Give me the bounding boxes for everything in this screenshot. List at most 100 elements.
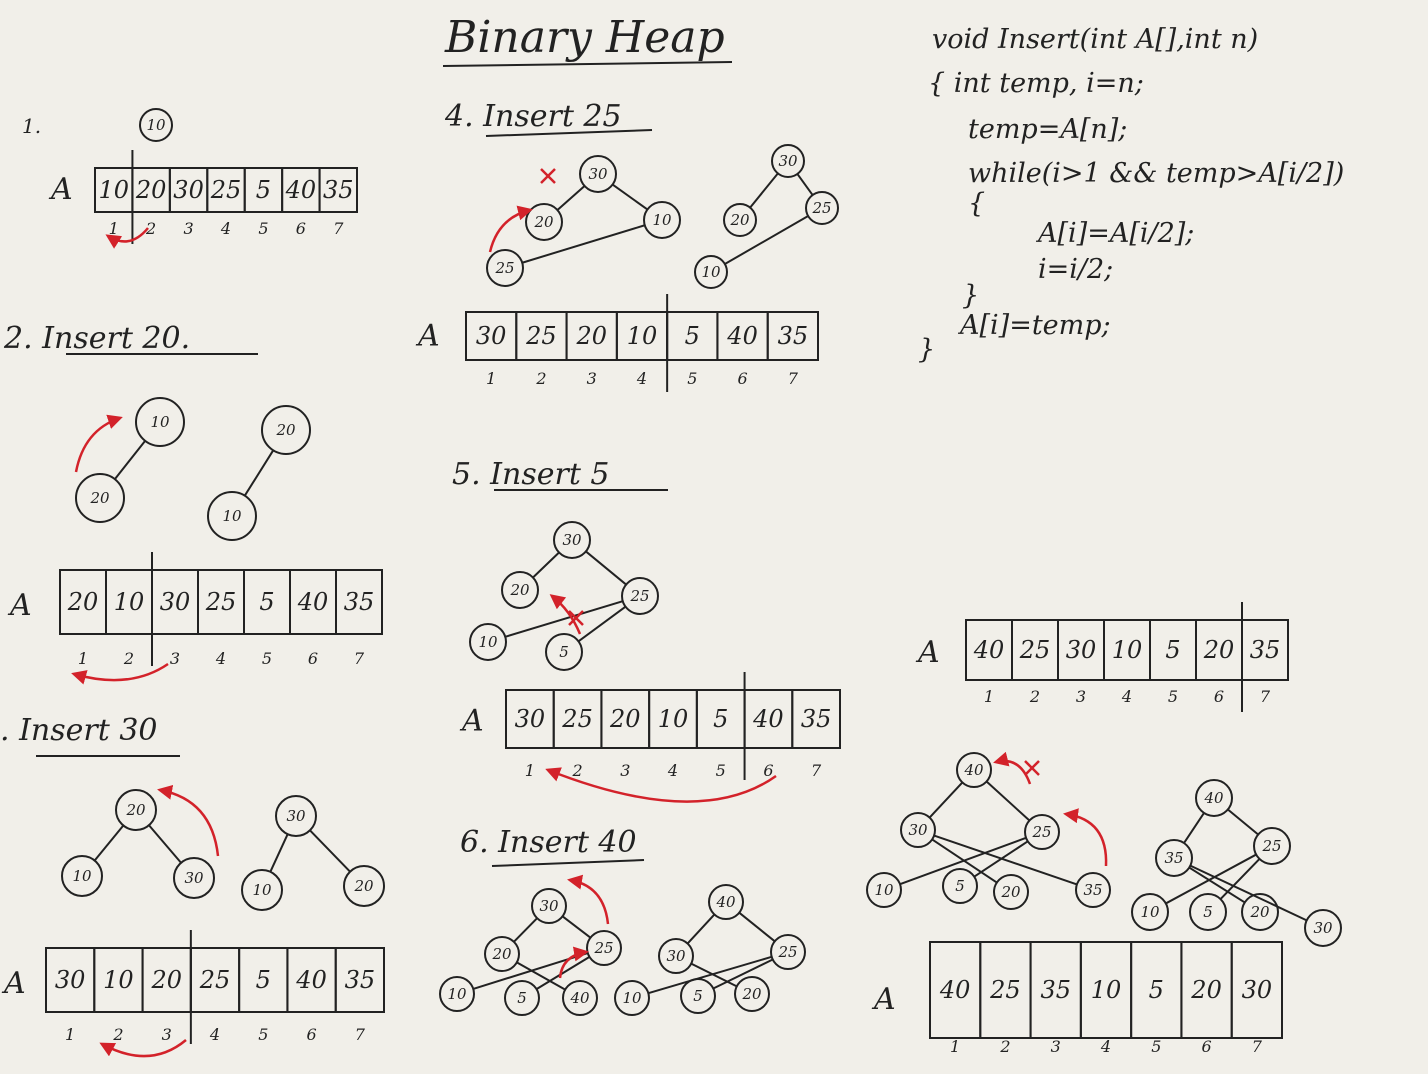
section-4-underline <box>485 129 653 137</box>
svg-text:25: 25 <box>629 587 649 605</box>
tree-node: 30 <box>579 155 617 193</box>
section-4-stop-mark <box>540 168 556 184</box>
tree-edge <box>1165 853 1257 905</box>
svg-text:25: 25 <box>593 939 613 957</box>
tree-node: 10 <box>866 872 902 908</box>
section-4-swap-arrow <box>488 205 533 253</box>
svg-text:20: 20 <box>491 945 512 963</box>
code-line-10: } <box>918 334 935 365</box>
array-index: 2 <box>535 369 546 388</box>
section-5-index-arrow <box>545 767 777 803</box>
tree-node: 35 <box>1075 872 1111 908</box>
array-cell: 25 <box>189 947 241 1013</box>
svg-text:30: 30 <box>588 165 608 183</box>
array-cell: 5 <box>243 167 284 213</box>
tree-edge <box>532 551 560 579</box>
array-cell: 40 <box>716 311 769 361</box>
svg-text:40: 40 <box>726 322 758 350</box>
tree-edge <box>1189 864 1308 922</box>
array-cell: 10 <box>94 167 134 213</box>
code-line-8: } <box>962 280 979 311</box>
tree-edge <box>1219 858 1261 900</box>
array-index: 7 <box>788 369 799 388</box>
svg-text:35: 35 <box>1250 636 1281 664</box>
tree-edge <box>612 183 648 211</box>
array-index: 6 <box>306 1025 316 1044</box>
section-5-stop-mark <box>568 610 584 626</box>
array-cell: 30 <box>505 689 555 749</box>
array-index: 2 <box>145 219 156 238</box>
svg-text:20: 20 <box>150 966 182 994</box>
tree-edge <box>931 838 998 884</box>
tree-node: 10 <box>139 108 173 142</box>
svg-text:20: 20 <box>275 421 296 439</box>
svg-text:35: 35 <box>323 176 354 204</box>
tree-edge <box>686 913 716 945</box>
array-index: 1 <box>65 1025 75 1044</box>
section-6-underline <box>491 859 645 867</box>
svg-text:5: 5 <box>559 643 569 661</box>
page-title: Binary Heap <box>444 12 725 63</box>
svg-text:20: 20 <box>1249 903 1270 921</box>
svg-text:25: 25 <box>1261 837 1281 855</box>
array-cell: 30 <box>1057 619 1105 681</box>
array-cell: 35 <box>318 167 359 213</box>
svg-text:10: 10 <box>701 263 721 281</box>
tree-node: 30 <box>900 812 936 848</box>
svg-text:25: 25 <box>989 976 1021 1004</box>
tree-node: 10 <box>614 980 650 1016</box>
tree-edge <box>93 824 125 862</box>
tree-node: 20 <box>723 203 757 237</box>
tree-node: 10 <box>643 201 681 239</box>
tree-edge <box>269 833 289 873</box>
svg-text:30: 30 <box>476 322 507 350</box>
array-label: A <box>1 966 26 1001</box>
svg-text:10: 10 <box>1112 636 1143 664</box>
svg-text:40: 40 <box>715 893 736 911</box>
tree-node: 10 <box>61 855 103 897</box>
tree-edge <box>535 955 591 991</box>
svg-text:25: 25 <box>1031 823 1051 841</box>
array-index: 6 <box>296 219 306 238</box>
array-label: A <box>7 588 32 623</box>
array-cell: 5 <box>666 311 719 361</box>
section-1-root-node: 10 <box>139 108 173 142</box>
svg-text:40: 40 <box>285 176 317 204</box>
code-line-9: A[i]=temp; <box>957 310 1111 341</box>
svg-text:20: 20 <box>1190 976 1222 1004</box>
array-index: 4 <box>1100 1037 1111 1056</box>
array-cell: 20 <box>59 569 107 635</box>
tree-node: 25 <box>1253 827 1291 865</box>
array-cell: 10 <box>1103 619 1151 681</box>
svg-text:30: 30 <box>562 531 582 549</box>
svg-text:35: 35 <box>778 322 809 350</box>
svg-text:30: 30 <box>173 176 204 204</box>
array-cell: 35 <box>334 947 386 1013</box>
array-index: 1 <box>486 369 496 388</box>
tree-edge <box>577 605 627 643</box>
tree-node: 20 <box>734 976 770 1012</box>
array-label: A <box>415 319 440 354</box>
svg-text:30: 30 <box>1313 919 1333 937</box>
svg-text:10: 10 <box>874 881 894 899</box>
array-cell: 20 <box>1180 941 1233 1039</box>
array-cell: 20 <box>141 947 192 1013</box>
svg-text:35: 35 <box>801 705 832 733</box>
array-index: 5 <box>687 369 697 388</box>
section-7-swap-arrow-2 <box>993 751 1032 785</box>
svg-text:35: 35 <box>1040 976 1071 1004</box>
svg-text:10: 10 <box>478 633 498 651</box>
tree-edge <box>114 440 146 480</box>
array-index: 6 <box>737 369 747 388</box>
title-underline <box>442 61 733 67</box>
svg-text:5: 5 <box>713 705 728 733</box>
tree-edge <box>521 224 646 264</box>
tree-edge <box>585 550 627 586</box>
tree-node: 20 <box>343 865 385 907</box>
array-cell: 25 <box>206 167 246 213</box>
code-line-3: temp=A[n]; <box>968 114 1127 145</box>
